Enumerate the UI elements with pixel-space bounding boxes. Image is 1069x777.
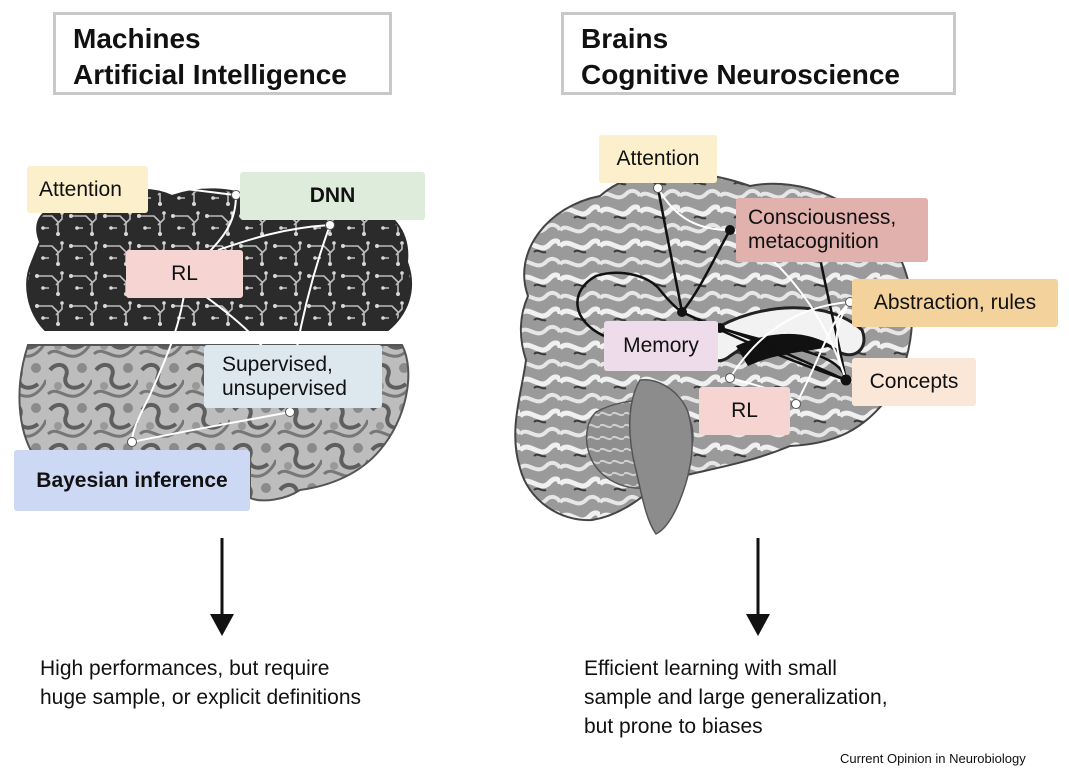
right-down-arrow — [746, 538, 770, 636]
left-title-line2: Artificial Intelligence — [73, 59, 347, 90]
label-rl-brain-text: RL — [731, 399, 758, 422]
label-concepts: Concepts — [852, 358, 976, 406]
right-caption: Efficient learning with small sample and… — [584, 654, 888, 741]
label-rl-brain: RL — [699, 387, 790, 435]
label-supervised-line2: unsupervised — [222, 376, 347, 400]
label-dnn: DNN — [240, 172, 425, 220]
left-connector-nodes — [127, 190, 335, 447]
label-attention-ai: Attention — [27, 166, 148, 213]
right-connectors-black — [576, 187, 848, 382]
label-bayesian-text: Bayesian inference — [36, 468, 228, 492]
label-consciousness: Consciousness, metacognition — [736, 198, 928, 262]
right-caption-line1: Efficient learning with small — [584, 657, 837, 680]
right-caption-line2: sample and large generalization, — [584, 686, 888, 709]
left-down-arrow — [210, 538, 234, 636]
left-panel-title: Machines Artificial Intelligence — [53, 12, 392, 95]
label-dnn-text: DNN — [309, 184, 356, 207]
left-caption-line1: High performances, but require — [40, 657, 330, 680]
label-memory-text: Memory — [623, 334, 699, 357]
label-memory: Memory — [604, 321, 718, 371]
label-consciousness-line1: Consciousness, — [748, 206, 897, 229]
label-bayesian: Bayesian inference — [14, 450, 250, 511]
label-rl-ai-text: RL — [171, 262, 198, 285]
label-attention-ai-text: Attention — [39, 177, 122, 201]
label-consciousness-line2: metacognition — [748, 230, 879, 253]
label-concepts-text: Concepts — [869, 370, 959, 393]
label-rl-ai: RL — [126, 250, 243, 298]
right-title-line1: Brains — [581, 23, 669, 54]
right-panel-title: Brains Cognitive Neuroscience — [561, 12, 956, 95]
left-caption: High performances, but require huge samp… — [40, 654, 361, 712]
label-abstraction: Abstraction, rules — [852, 279, 1058, 327]
right-caption-line3: but prone to biases — [584, 715, 763, 738]
label-supervised: Supervised, unsupervised — [204, 345, 382, 408]
left-caption-line2: huge sample, or explicit definitions — [40, 686, 362, 709]
label-abstraction-text: Abstraction, rules — [873, 291, 1037, 314]
journal-credit: Current Opinion in Neurobiology — [840, 751, 1026, 766]
brainstem — [629, 379, 693, 535]
label-attention-brain: Attention — [599, 135, 717, 183]
left-title-line1: Machines — [73, 23, 201, 54]
label-attention-brain-text: Attention — [616, 147, 700, 170]
label-supervised-line1: Supervised, — [222, 352, 333, 376]
right-title-line2: Cognitive Neuroscience — [581, 59, 900, 90]
